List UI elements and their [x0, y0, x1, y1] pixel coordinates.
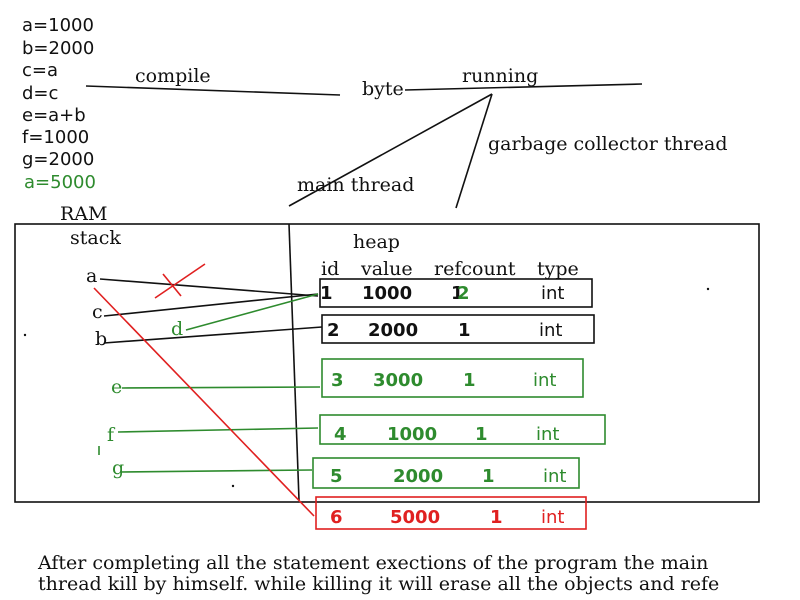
references-red [93, 263, 315, 517]
stack-var-e: e [111, 376, 122, 398]
header-refcount: refcount [434, 258, 516, 280]
compile-label: compile [135, 65, 211, 87]
svg-text:3000: 3000 [373, 370, 423, 391]
svg-text:2000: 2000 [393, 466, 443, 487]
references-black [99, 278, 323, 344]
svg-text:1000: 1000 [362, 283, 412, 304]
svg-text:2000: 2000 [368, 320, 418, 341]
svg-text:int: int [541, 507, 564, 528]
stack-var-f: f [107, 424, 116, 446]
heap-row-4: 4 1000 1 int [319, 414, 606, 445]
cross-stroke-1 [154, 263, 206, 299]
heap-row-5: 5 2000 1 int [312, 457, 580, 489]
byte-running-line [404, 83, 643, 91]
svg-text:4: 4 [334, 424, 347, 445]
code-line-3: c=a [22, 60, 58, 81]
heap-row-2: 2 2000 1 int [321, 314, 595, 344]
svg-text:int: int [543, 466, 566, 487]
stack-var-d: d [171, 318, 183, 340]
svg-text:int: int [536, 424, 559, 445]
flow [85, 83, 643, 209]
svg-text:3: 3 [331, 370, 344, 391]
svg-text:1: 1 [451, 283, 464, 304]
svg-text:2: 2 [327, 320, 340, 341]
svg-text:int: int [539, 320, 562, 341]
code-line-2: b=2000 [22, 38, 94, 59]
main-thread-line [288, 93, 493, 207]
byte-label: byte [362, 78, 404, 100]
code-listing: a=1000 b=2000 c=a d=c e=a+b f=1000 g=200… [22, 15, 96, 193]
stack-heap-divider [288, 223, 300, 501]
header-value: value [360, 258, 413, 280]
svg-text:int: int [541, 283, 564, 304]
svg-text:1000: 1000 [387, 424, 437, 445]
svg-text:5: 5 [330, 466, 343, 487]
ram-box [14, 223, 760, 503]
heap-label: heap [353, 231, 400, 253]
heap-row-3: 3 3000 1 int [321, 358, 584, 398]
ref-d-1 [185, 293, 319, 331]
stack-var-g: g [112, 457, 124, 479]
svg-text:1: 1 [482, 466, 495, 487]
header-type: type [537, 258, 579, 280]
stack-var-b: b [95, 328, 107, 350]
svg-text:5000: 5000 [390, 507, 440, 528]
references-green [98, 293, 321, 473]
ref-a-6 [93, 287, 315, 517]
ref-a-1 [99, 278, 319, 297]
svg-text:1: 1 [458, 320, 471, 341]
gc-thread-label: garbage collector thread [488, 133, 728, 155]
stack-var-a: a [86, 265, 97, 287]
ref-e-3 [121, 386, 321, 389]
ref-c-1 [103, 293, 319, 317]
refcount-overwrite: 2 [457, 283, 470, 304]
heap-row-1: 1 1000 1 2 int [319, 278, 593, 308]
stack-label: stack [70, 227, 121, 249]
ram-label: RAM [60, 203, 107, 225]
code-line-6: f=1000 [22, 127, 89, 148]
cross-stroke-2 [162, 273, 182, 297]
note-line-1: After completing all the statement exect… [37, 552, 708, 574]
note-line-2: thread kill by himself. while killing it… [38, 573, 719, 595]
ref-b-2 [103, 326, 323, 344]
heap-row-6: 6 5000 1 int [315, 496, 587, 530]
svg-text:int: int [533, 370, 556, 391]
running-label: running [462, 65, 538, 87]
ref-f-4 [117, 427, 319, 433]
svg-text:1: 1 [463, 370, 476, 391]
code-line-4: d=c [22, 83, 58, 104]
stray-dots [23, 287, 710, 488]
svg-text:1: 1 [475, 424, 488, 445]
code-line-1: a=1000 [22, 15, 94, 36]
code-line-new: a=5000 [24, 172, 96, 193]
svg-text:6: 6 [330, 507, 343, 528]
code-line-7: g=2000 [22, 149, 94, 170]
compile-line [85, 85, 341, 96]
ref-g-5 [119, 469, 313, 473]
main-thread-label: main thread [297, 174, 414, 196]
svg-text:1: 1 [320, 283, 333, 304]
code-line-5: e=a+b [22, 105, 86, 126]
gc-thread-line [455, 93, 493, 209]
stack-var-c: c [92, 301, 103, 323]
svg-text:1: 1 [490, 507, 503, 528]
header-id: id [321, 258, 339, 280]
